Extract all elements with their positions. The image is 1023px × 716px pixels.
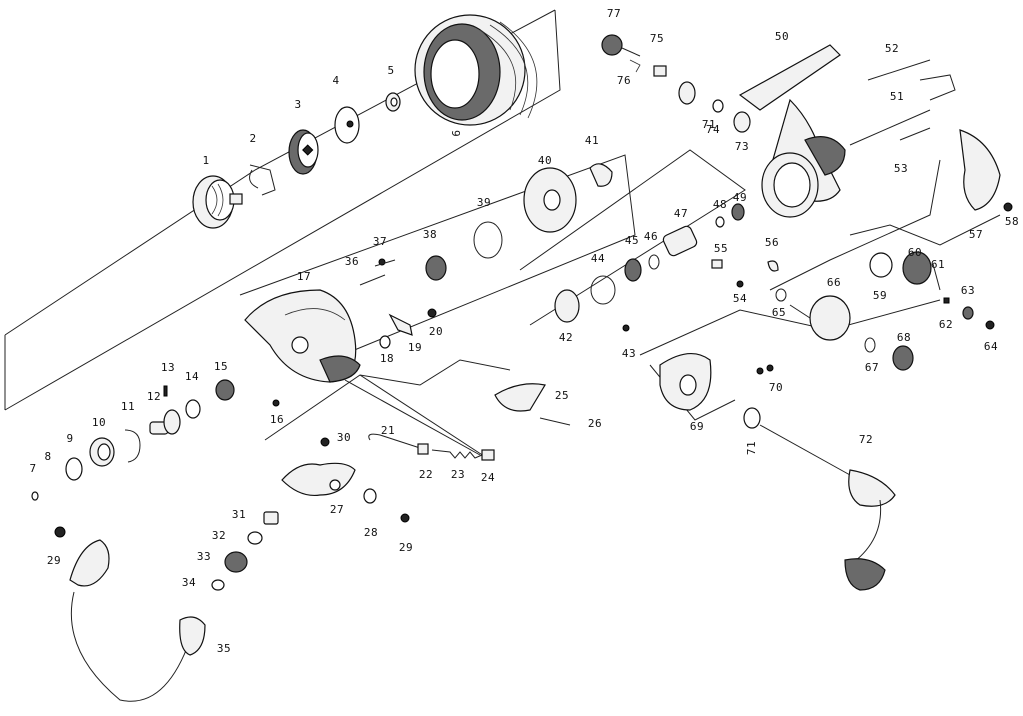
part-label: 18 (380, 352, 394, 365)
part-label: 77 (607, 7, 621, 20)
part-label: 15 (214, 360, 228, 373)
part-label: 31 (232, 508, 246, 521)
part-label: 23 (451, 468, 465, 481)
part-label: 75 (650, 32, 664, 45)
part-label: 42 (559, 331, 573, 344)
part-label: 70 (769, 381, 783, 394)
spring-clip-part (249, 164, 276, 196)
part-label: 7 (29, 462, 36, 475)
part-label: 13 (161, 361, 175, 374)
assembly-outline-lines (4, 9, 1001, 461)
part-label: 74 (706, 123, 720, 136)
part-label: 38 (423, 228, 437, 241)
part-label: 48 (713, 198, 727, 211)
part-label: 49 (733, 191, 747, 204)
part-label: 44 (591, 252, 605, 265)
part-label: 62 (939, 318, 953, 331)
part-label: 67 (865, 361, 879, 374)
part-label: 3 (294, 98, 301, 111)
part-label: 5 (387, 64, 394, 77)
part-label: 65 (772, 306, 786, 319)
part-label: 73 (735, 140, 749, 153)
part-label: 57 (969, 228, 983, 241)
part-label: 1 (202, 154, 209, 167)
drive-assembly (554, 203, 745, 332)
part-label: 55 (714, 242, 728, 255)
part-label: 10 (92, 416, 106, 429)
clutch-parts (31, 379, 235, 501)
part-label: 11 (121, 400, 135, 413)
part-label: 29 (47, 554, 61, 567)
part-label: 45 (625, 234, 639, 247)
drag-washer-part (288, 129, 319, 175)
part-label: 61 (931, 258, 945, 271)
part-label: 41 (585, 134, 599, 147)
part-label: 21 (381, 424, 395, 437)
part-label: 24 (481, 471, 495, 484)
bail-assembly (54, 383, 571, 702)
drag-knob-part (192, 175, 243, 229)
part-label: 46 (644, 230, 658, 243)
part-label: 60 (908, 246, 922, 259)
spool-assembly (192, 14, 538, 229)
part-label: 28 (364, 526, 378, 539)
part-label: 40 (538, 154, 552, 167)
part-label: 19 (408, 341, 422, 354)
part-label: 56 (765, 236, 779, 249)
top-parts (601, 34, 751, 133)
part-label: 30 (337, 431, 351, 444)
part-label: 64 (984, 340, 998, 353)
part-label: 9 (66, 432, 73, 445)
part-label: 4 (332, 74, 339, 87)
part-label: 50 (775, 30, 789, 43)
part-label: 8 (44, 450, 51, 463)
part-label: 71 (745, 441, 758, 455)
part-label: 43 (622, 347, 636, 360)
part-label: 16 (270, 413, 284, 426)
part-label: 66 (827, 276, 841, 289)
part-label: 39 (477, 196, 491, 209)
part-label: 59 (873, 289, 887, 302)
part-label: 69 (690, 420, 704, 433)
part-label: 2 (249, 132, 256, 145)
part-label: 29 (399, 541, 413, 554)
part-label: 54 (733, 292, 747, 305)
part-label: 27 (330, 503, 344, 516)
part-label: 37 (373, 235, 387, 248)
part-label: 17 (297, 270, 311, 283)
body-cover-parts (244, 163, 613, 407)
part-label: 53 (894, 162, 908, 175)
part-label: 26 (588, 417, 602, 430)
part-label: 35 (217, 642, 231, 655)
part-label: 72 (859, 433, 873, 446)
part-number-labels: 1 2 3 4 5 6 7 8 9 10 11 12 13 14 15 16 1… (29, 7, 1019, 655)
part-label: 63 (961, 284, 975, 297)
part-label: 71 (702, 118, 716, 131)
part-label: 33 (197, 550, 211, 563)
part-label: 76 (617, 74, 631, 87)
part-label: 47 (674, 207, 688, 220)
part-label: 68 (897, 331, 911, 344)
part-label: 51 (890, 90, 904, 103)
part-label: 36 (345, 255, 359, 268)
part-label: 14 (185, 370, 199, 383)
spool-part (414, 14, 538, 126)
part-label: 12 (147, 390, 161, 403)
part-label: 52 (885, 42, 899, 55)
reel-body (711, 44, 1013, 288)
part-label: 32 (212, 529, 226, 542)
part-label: 6 (450, 129, 463, 136)
part-label: 25 (555, 389, 569, 402)
rotor-gear-assembly (659, 251, 995, 591)
part-label: 58 (1005, 215, 1019, 228)
part-label: 20 (429, 325, 443, 338)
part-label: 22 (419, 468, 433, 481)
part-label: 34 (182, 576, 196, 589)
